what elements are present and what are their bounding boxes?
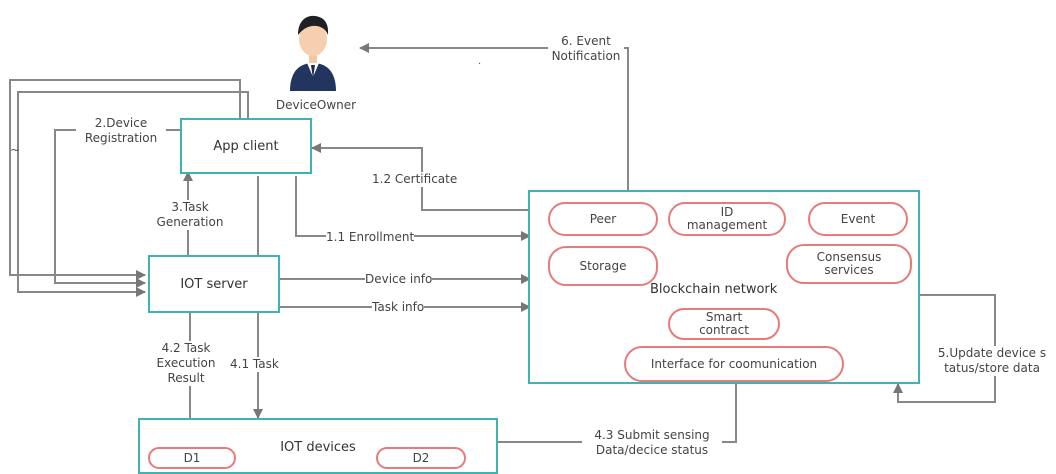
component-smart-contract[interactable]: Smart contract	[668, 308, 780, 340]
component-event[interactable]: Event	[808, 202, 908, 236]
component-interface[interactable]: Interface for coomunication	[624, 346, 844, 382]
stray-dot: .	[478, 56, 481, 67]
edge-inner-loop	[17, 91, 249, 297]
component-peer[interactable]: Peer	[548, 202, 658, 236]
edge-submit-sensing	[498, 384, 737, 443]
label-device-info: Device info	[365, 272, 433, 287]
label-task-info: Task info	[372, 300, 425, 315]
label-task-generation: 3.Task Generation	[148, 200, 232, 230]
device-owner-label: DeviceOwner	[262, 98, 370, 113]
component-storage[interactable]: Storage	[548, 246, 658, 286]
device-d2[interactable]: D2	[376, 447, 466, 469]
iot-server-node[interactable]: IOT server	[148, 255, 280, 313]
edge-event-notification	[359, 43, 629, 190]
stray-tick: ~	[10, 143, 20, 157]
app-client-node[interactable]: App client	[180, 118, 312, 174]
label-device-registration: 2.Device Registration	[76, 116, 166, 146]
iot-server-label: IOT server	[180, 276, 248, 292]
edge-enrollment	[295, 176, 531, 241]
component-id-management[interactable]: ID management	[668, 202, 786, 236]
person-avatar-icon	[290, 15, 336, 91]
label-event-notification: 6. Event Notification	[548, 34, 624, 64]
label-enrollment: 1.1 Enrollment	[326, 230, 415, 245]
edge-outer-loop	[9, 79, 241, 280]
blockchain-network-label: Blockchain network	[650, 282, 778, 297]
app-client-label: App client	[213, 138, 279, 154]
edge-update-status	[893, 294, 996, 403]
component-consensus[interactable]: Consensus services	[786, 244, 912, 284]
label-submit-sensing: 4.3 Submit sensing Data/decice status	[582, 428, 722, 458]
label-certificate: 1.2 Certificate	[372, 172, 458, 187]
label-task: 4.1 Task	[230, 357, 279, 372]
label-task-execution-result: 4.2 Task Execution Result	[150, 341, 222, 386]
iot-devices-label: IOT devices	[280, 440, 356, 455]
device-owner	[278, 5, 348, 91]
device-d1[interactable]: D1	[148, 447, 236, 469]
label-update-status: 5.Update device s tatus/store data	[932, 346, 1052, 376]
